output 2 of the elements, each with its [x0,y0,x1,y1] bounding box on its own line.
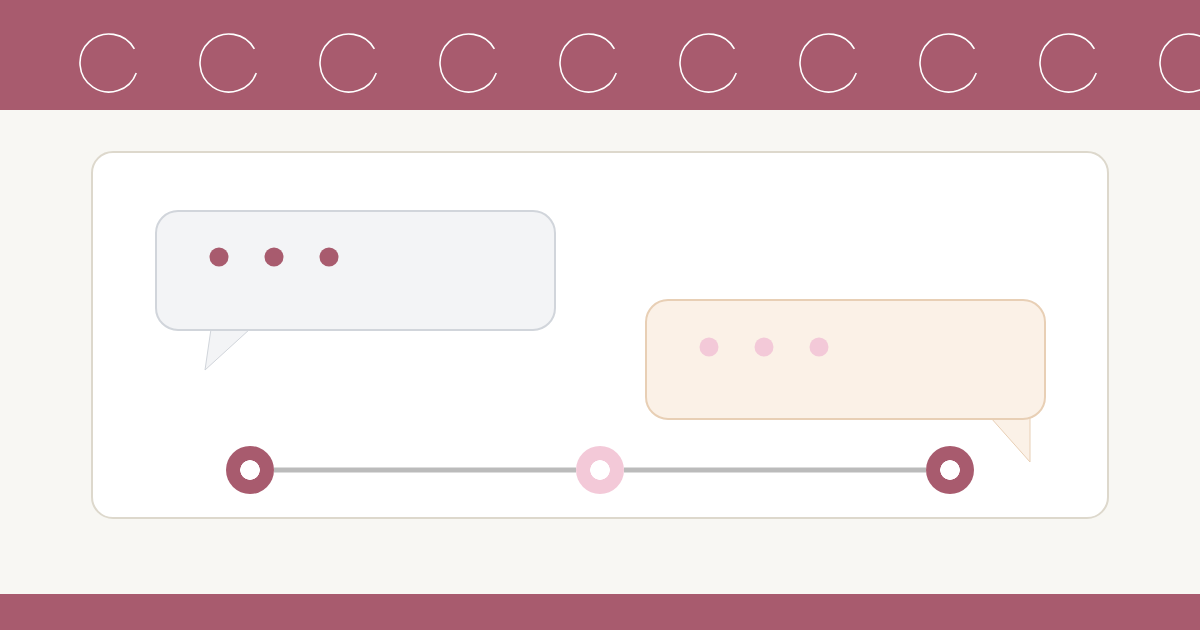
connector-line [624,467,926,473]
connector-line [274,467,576,473]
